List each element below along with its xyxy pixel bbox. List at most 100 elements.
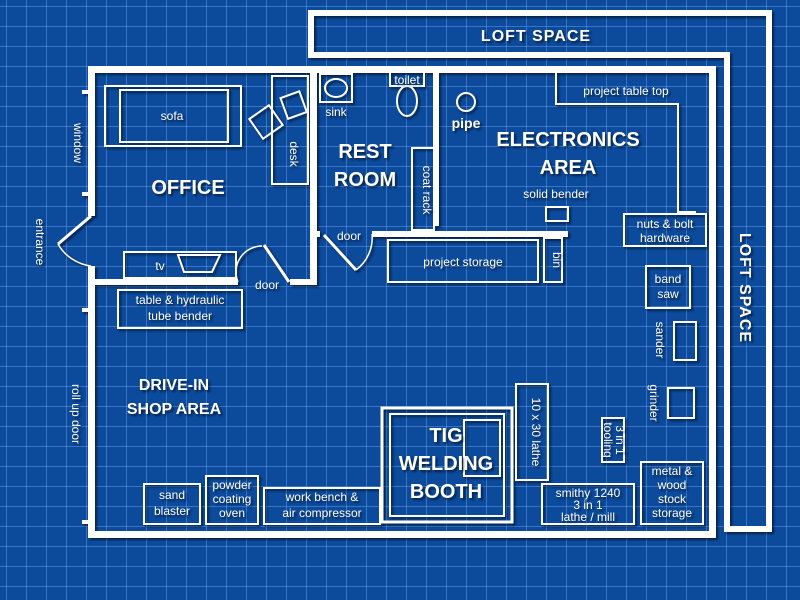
restroom-door-leaf xyxy=(322,233,358,272)
wall-mark-bottom xyxy=(82,520,94,524)
metal-storage-label-4: storage xyxy=(652,506,692,520)
loft-top-label: LOFT SPACE xyxy=(481,28,591,45)
sink-label: sink xyxy=(325,105,347,119)
office-restroom-wall xyxy=(310,66,317,285)
entrance-label: entrance xyxy=(33,219,47,266)
sink-basin xyxy=(324,78,348,98)
workbench-label-1: work bench & xyxy=(285,490,359,504)
entrance-door-swing xyxy=(57,243,92,267)
office-wall-bottom-left xyxy=(88,279,238,285)
chair-1 xyxy=(247,103,285,141)
window-mark-bottom xyxy=(82,192,94,196)
exterior-wall-right xyxy=(709,66,716,538)
loft-space-outline xyxy=(308,10,772,532)
door-rest-label: door xyxy=(337,229,361,243)
project-table-top-outline xyxy=(555,73,696,213)
restroom-wall-bottom-stub xyxy=(310,231,320,237)
smithy-outline xyxy=(541,483,635,525)
window-label: window xyxy=(71,122,85,163)
workbench-outline xyxy=(263,487,381,525)
bin-outline xyxy=(543,237,563,283)
toilet-bowl xyxy=(396,85,418,117)
office-wall-bottom-right xyxy=(290,279,316,285)
sofa-outline xyxy=(104,85,242,147)
sand-blaster-label-2: blaster xyxy=(154,504,190,518)
chair-2 xyxy=(279,90,309,121)
tig-booth-outer xyxy=(380,406,514,524)
restroom-door-swing xyxy=(355,233,373,271)
tooling-label-2: tooling xyxy=(601,422,615,457)
tooling-outline xyxy=(601,417,625,463)
exterior-wall-left-lower xyxy=(88,266,95,538)
entrance-door-leaf xyxy=(57,214,92,246)
band-saw-label-1: band xyxy=(655,272,682,286)
shop-label-2: SHOP AREA xyxy=(127,401,222,418)
project-table-top-label: project table top xyxy=(583,84,669,98)
metal-storage-label-1: metal & xyxy=(652,464,693,478)
lathe-outline xyxy=(515,383,549,481)
window-mark-top xyxy=(82,90,94,94)
grinder-outline xyxy=(667,387,695,419)
electronics-label-2: AREA xyxy=(540,157,597,179)
sink-outline xyxy=(319,73,353,103)
tig-label-1: TIG xyxy=(429,425,462,447)
tooling-label-1: 3 in 1 xyxy=(613,425,627,455)
toilet-label: toilet xyxy=(394,73,420,87)
bin-label: bin xyxy=(550,252,564,268)
table-bender-label-1: table & hydraulic xyxy=(136,293,225,307)
lathe-label: 10 x 30 lathe xyxy=(529,398,543,467)
shop-label-1: DRIVE-IN xyxy=(139,377,209,394)
tig-booth-inner xyxy=(389,413,505,517)
powder-oven-outline xyxy=(205,475,259,525)
tv-stand xyxy=(123,251,237,279)
pipe-label: pipe xyxy=(452,115,481,131)
smithy-label-2: 3 in 1 xyxy=(573,498,603,512)
door-office-label: door xyxy=(255,278,279,292)
restroom-label-1: REST xyxy=(338,141,391,163)
band-saw-label-2: saw xyxy=(657,287,679,301)
desk-outline xyxy=(271,75,309,185)
smithy-label-1: smithy 1240 xyxy=(556,486,621,500)
electronics-label-1: ELECTRONICS xyxy=(496,129,639,151)
solid-bender-label: solid bender xyxy=(523,187,588,201)
pipe-circle xyxy=(456,92,476,112)
sander-outline xyxy=(673,321,697,361)
powder-label-1: powder xyxy=(212,478,251,492)
office-door-swing xyxy=(235,245,263,283)
sand-blaster-outline xyxy=(143,483,201,525)
coat-rack-label: coat rack xyxy=(420,166,434,216)
exterior-wall-top xyxy=(88,66,716,73)
office-door-leaf xyxy=(262,244,291,283)
loft-right-label: LOFT SPACE xyxy=(736,233,753,343)
workbench-label-2: air compressor xyxy=(282,506,361,520)
table-bender-label-2: tube bender xyxy=(148,309,212,323)
tig-label-3: BOOTH xyxy=(410,481,482,503)
coat-rack-outline xyxy=(411,147,435,231)
tv-shape xyxy=(176,254,222,273)
office-label: OFFICE xyxy=(151,177,224,199)
roll-up-door-label: roll up door xyxy=(69,384,83,444)
band-saw-outline xyxy=(645,265,691,309)
nuts-bolt-label-1: nuts & bolt xyxy=(637,217,694,231)
table-bender-outline xyxy=(117,289,243,329)
smithy-label-3: lathe / mill xyxy=(561,510,615,524)
solid-bender-box xyxy=(545,206,569,222)
sander-label: sander xyxy=(653,322,667,359)
exterior-wall-bottom xyxy=(88,531,716,538)
restroom-label-2: ROOM xyxy=(334,169,396,191)
metal-storage-label-3: stock xyxy=(658,492,687,506)
nuts-bolt-box xyxy=(623,213,707,247)
powder-label-3: oven xyxy=(219,506,245,520)
metal-storage-outline xyxy=(640,461,704,525)
wall-mark-lower xyxy=(82,308,94,312)
tv-label: tv xyxy=(155,259,164,273)
exterior-wall-left-upper xyxy=(88,66,95,216)
desk-label: desk xyxy=(287,141,301,167)
restroom-electronics-wall-upper xyxy=(433,66,439,226)
metal-storage-label-2: wood xyxy=(657,478,687,492)
nuts-bolt-label-2: hardware xyxy=(640,231,690,245)
tig-booth-bench xyxy=(463,419,501,477)
project-storage-outline xyxy=(387,239,539,283)
sofa-inner xyxy=(119,89,229,143)
